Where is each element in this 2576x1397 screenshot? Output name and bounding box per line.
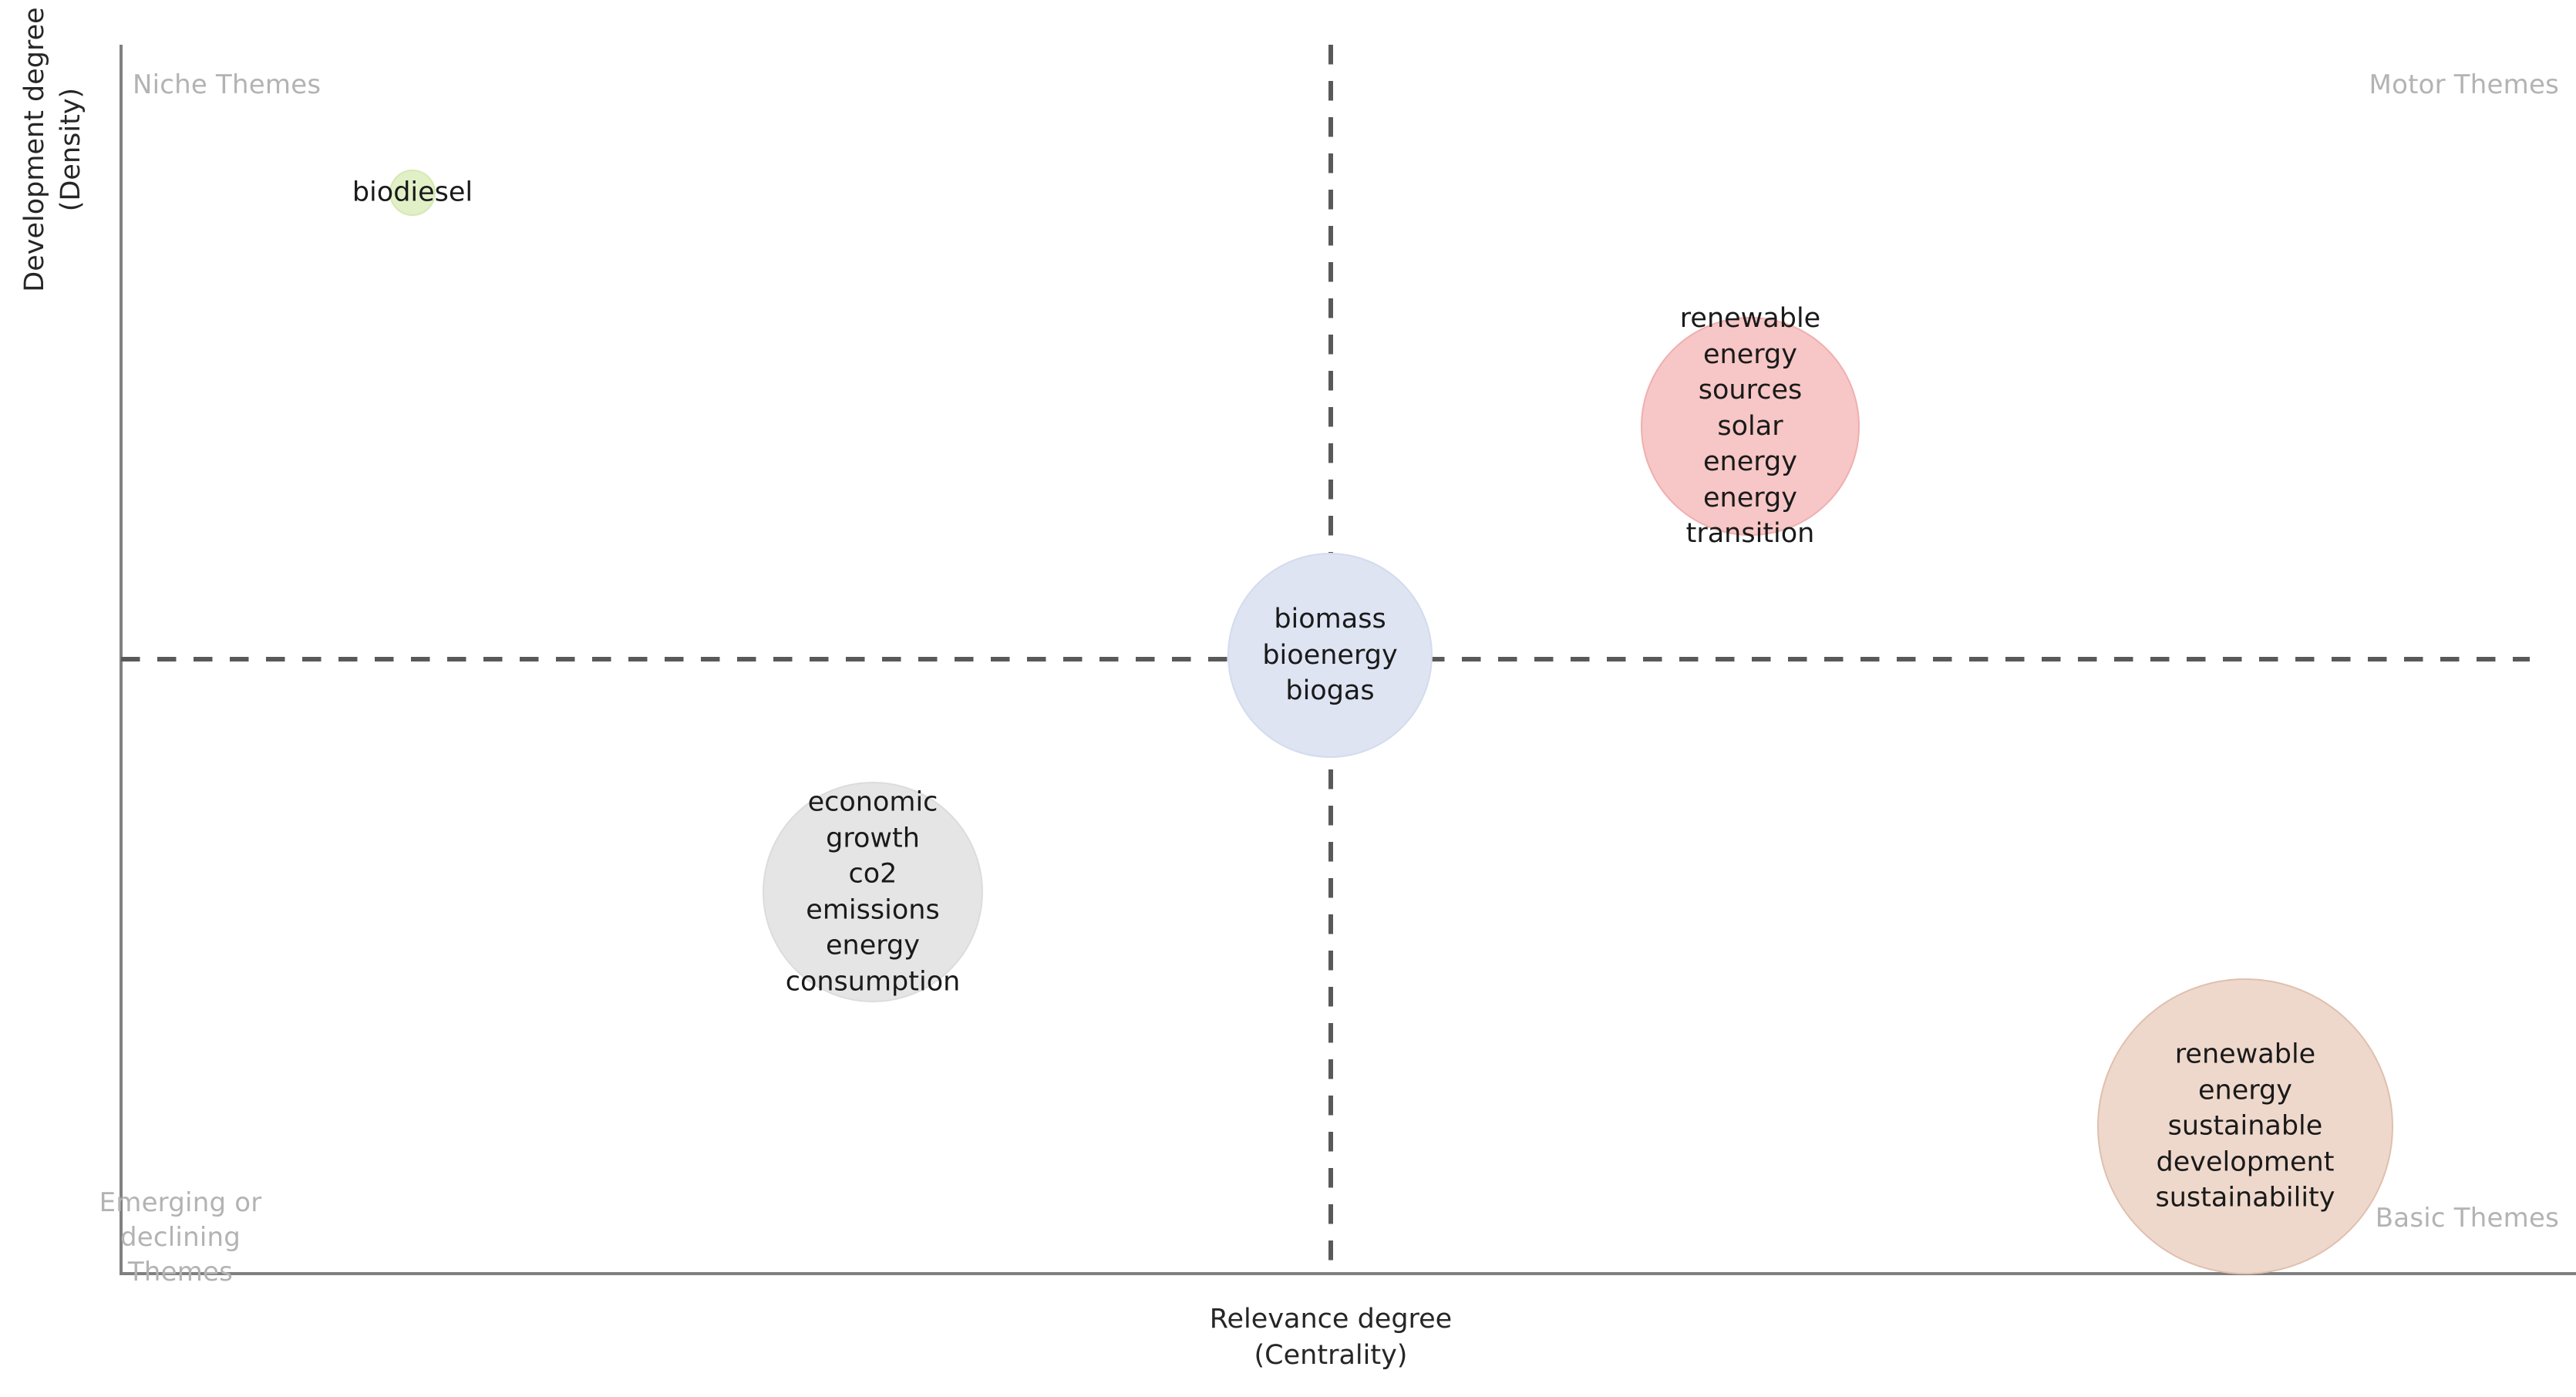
quadrant-label-emerging-declining-themes: Emerging or declining Themes [99,1187,262,1288]
theme-bubble-label: biodiesel [352,177,473,208]
x-axis-title: Relevance degree (Centrality) [1209,1304,1453,1372]
x-axis-line [120,1272,2576,1275]
theme-bubble-label: renewable energy sources solar energy en… [1679,303,1821,550]
theme-bubble-label: biomass bioenergy biogas [1262,604,1398,707]
theme-bubble[interactable]: biodiesel [352,170,473,216]
theme-bubble[interactable]: renewable energy sustainable development… [2097,978,2393,1274]
theme-bubble[interactable]: economic growth co2 emissions energy con… [763,782,983,1002]
quadrant-label-basic-themes: Basic Themes [2375,1203,2559,1234]
quadrant-label-motor-themes: Motor Themes [2369,69,2559,100]
y-axis-title: Development degree (Density) [19,7,87,292]
theme-bubble[interactable]: biomass bioenergy biogas [1227,553,1433,758]
quadrant-label-niche-themes: Niche Themes [133,69,322,100]
theme-bubble-label: economic growth co2 emissions energy con… [785,786,961,998]
theme-bubble[interactable]: renewable energy sources solar energy en… [1641,303,1860,549]
theme-bubble-label: renewable energy sustainable development… [2155,1038,2335,1214]
